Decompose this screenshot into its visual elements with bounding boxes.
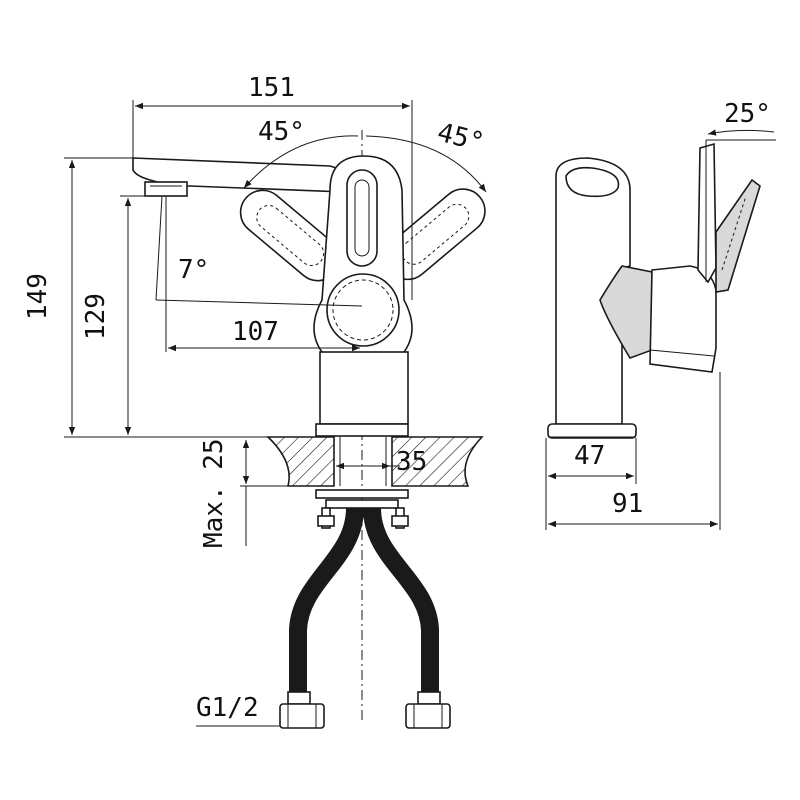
- faucet-column: [319, 351, 409, 425]
- dim-handle-angle-right: 45°: [434, 118, 487, 158]
- dim-height-total: 149: [23, 273, 53, 320]
- cartridge-cap: [326, 273, 400, 347]
- dim-spout-angle: 7°: [178, 255, 209, 285]
- base-ring: [315, 423, 409, 437]
- side-lever-plate: [697, 142, 717, 284]
- nut-left: [317, 515, 335, 527]
- hose-right-fill: [364, 507, 438, 700]
- dim-width-total: 151: [248, 73, 295, 103]
- dim-hole-diameter: 35: [396, 447, 427, 477]
- dim-connection: G1/2: [196, 693, 259, 723]
- dim-handle-angle-left: 45°: [258, 117, 305, 147]
- dim-base-diameter: 47: [574, 441, 605, 471]
- fitting-right: [405, 691, 451, 729]
- side-base: [547, 423, 637, 439]
- dim-spout-reach: 107: [232, 317, 279, 347]
- dim-depth-total: 91: [612, 489, 643, 519]
- fitting-left: [279, 691, 325, 729]
- side-body: [555, 157, 631, 425]
- mounting-plate: [325, 499, 399, 509]
- nut-right: [391, 515, 409, 527]
- lever-slot: [346, 169, 378, 267]
- dim-lever-tilt: 25°: [724, 99, 771, 129]
- hose-left-fill: [290, 507, 363, 700]
- mounting-washer: [315, 489, 409, 499]
- side-lever-housing: [649, 265, 717, 373]
- aerator: [144, 181, 188, 197]
- side-spout-top: [565, 166, 620, 198]
- front-view: 151 45° 45° 7° 107 149 129 Max. 25 35: [23, 73, 487, 729]
- countertop-right: [391, 436, 484, 487]
- dim-height-spout: 129: [81, 293, 111, 340]
- side-view: 25° 47 91: [545, 99, 776, 530]
- dim-mount-max: Max. 25: [199, 438, 229, 548]
- side-lever-handle: [715, 178, 761, 293]
- side-lever-wedge: [599, 265, 653, 359]
- countertop-left: [266, 436, 335, 487]
